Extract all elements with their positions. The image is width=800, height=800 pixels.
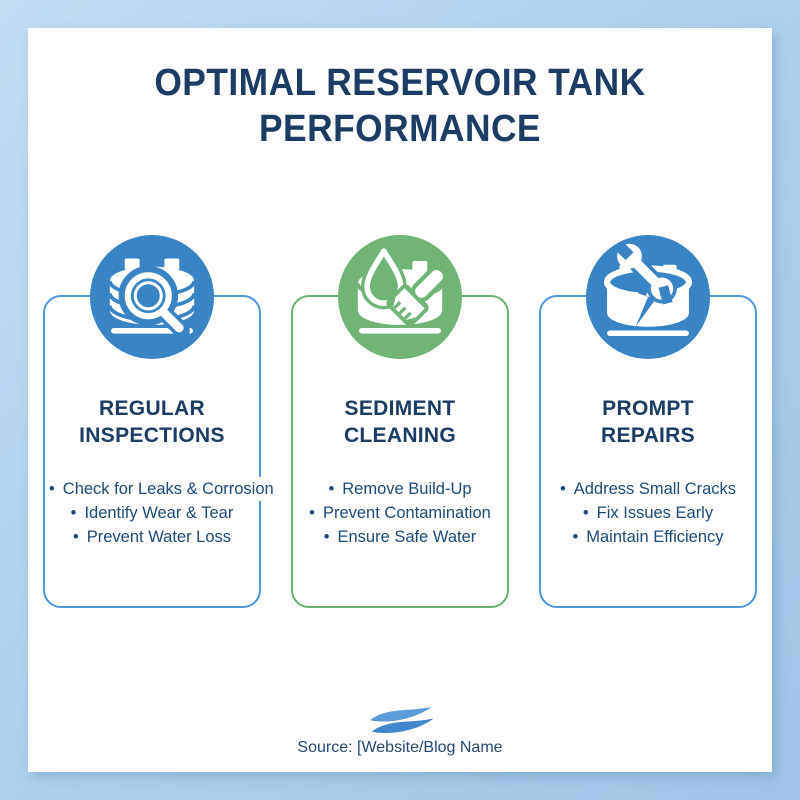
tank-magnifier-icon [90,235,214,359]
card-title: SEDIMENT CLEANING [343,397,457,447]
card-title: PROMPT REPAIRS [601,397,695,447]
source-text: Source: [Website/Blog Name [297,739,503,756]
footer: Source: [Website/Blog Name [28,706,772,757]
bullet-item: Check for Leaks & Corrosion [45,477,278,501]
bullet-item: Address Small Cracks [555,477,741,501]
bullet-item: Maintain Efficiency [568,525,728,549]
bullet-list: Check for Leaks & Corrosion Identify Wea… [45,477,278,549]
tank-wrench-crack-icon [586,235,710,359]
bullet-item: Identify Wear & Tear [66,501,238,525]
bullet-item: Prevent Contamination [305,501,495,525]
cards-row: REGULAR INSPECTIONS Check for Leaks & Co… [28,235,772,608]
bullet-list: Address Small Cracks Fix Issues Early Ma… [541,477,755,549]
bullet-item: Remove Build-Up [324,477,476,501]
bullet-list: Remove Build-Up Prevent Contamination En… [293,477,507,549]
wave-logo [370,706,434,734]
bullet-item: Prevent Water Loss [68,525,236,549]
card-sediment-cleaning: SEDIMENT CLEANING Remove Build-Up Preven… [291,235,509,608]
card-regular-inspections: REGULAR INSPECTIONS Check for Leaks & Co… [43,235,278,608]
card-prompt-repairs: PROMPT REPAIRS Address Small Cracks Fix … [539,235,757,608]
tank-droplet-brush-icon [338,235,462,359]
bullet-item: Ensure Safe Water [319,525,481,549]
content-panel: OPTIMAL RESERVOIR TANK PERFORMANCE [28,28,772,772]
bullet-item: Fix Issues Early [578,501,718,525]
page-title: OPTIMAL RESERVOIR TANK PERFORMANCE [154,62,646,150]
card-title: REGULAR INSPECTIONS [79,397,225,447]
